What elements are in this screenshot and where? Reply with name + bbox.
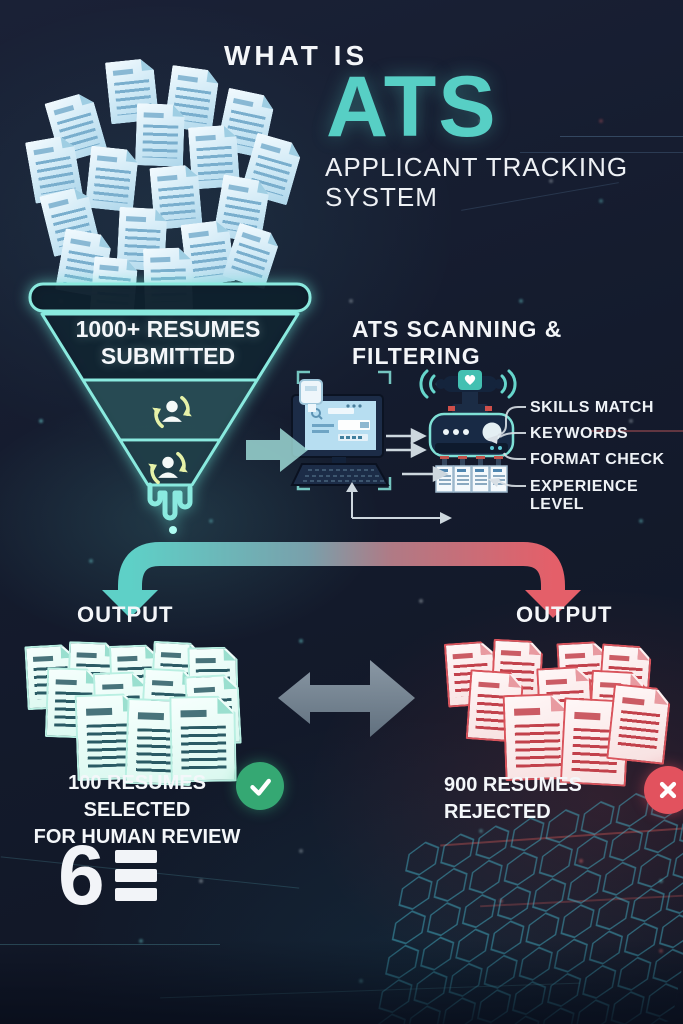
brand-logo-bars-icon bbox=[114, 844, 157, 907]
refresh-user-icon bbox=[148, 451, 188, 485]
funnel-drip bbox=[147, 482, 193, 521]
cross-icon bbox=[644, 766, 683, 814]
scanning-section-title: ATS SCANNING & FILTERING bbox=[352, 316, 563, 369]
bottom-vignette bbox=[0, 940, 683, 1024]
criterion-experience-level: EXPERIENCE LEVEL bbox=[530, 478, 639, 513]
criteria-connector-lines bbox=[497, 406, 526, 487]
selected-caption-line1: 100 RESUMES SELECTED bbox=[68, 772, 206, 821]
output-label-right: OUTPUT bbox=[516, 602, 613, 627]
scanned-documents-icon bbox=[435, 465, 508, 493]
brand-logo-numeral: 6 bbox=[58, 828, 105, 922]
funnel-caption-line1: 1000+ RESUMES bbox=[75, 316, 261, 342]
circuit-line bbox=[560, 136, 683, 137]
funnel-band-lower bbox=[120, 442, 220, 485]
document-icon bbox=[135, 103, 185, 167]
rejected-caption: 900 RESUMES REJECTED bbox=[444, 774, 582, 823]
page-subtitle-line2: SYSTEM bbox=[325, 182, 438, 212]
funnel-caption: 1000+ RESUMES SUBMITTED bbox=[50, 316, 286, 370]
robot-scanner-icon bbox=[419, 369, 517, 493]
document-icon bbox=[606, 683, 672, 765]
compare-double-arrow bbox=[278, 660, 415, 737]
window-popup-icon bbox=[299, 379, 323, 405]
document-icon bbox=[143, 247, 193, 311]
criterion-keywords: KEYWORDS bbox=[530, 425, 629, 442]
funnel-to-computer-arrow bbox=[246, 428, 308, 472]
funnel-caption-line2: SUBMITTED bbox=[100, 343, 236, 369]
output-label-left: OUTPUT bbox=[77, 602, 174, 627]
brand-logo: 6 bbox=[58, 828, 157, 922]
keyboard-icon bbox=[290, 463, 390, 486]
criterion-format-check: FORMAT CHECK bbox=[530, 451, 665, 468]
page-subtitle-line1: APPLICANT TRACKING bbox=[325, 152, 629, 182]
split-flow-arrow bbox=[118, 542, 565, 592]
check-icon bbox=[236, 762, 284, 810]
criterion-skills-match: SKILLS MATCH bbox=[530, 399, 654, 416]
circuit-line bbox=[440, 827, 683, 847]
document-icon bbox=[90, 256, 139, 316]
page-subtitle: APPLICANT TRACKING SYSTEM bbox=[325, 152, 628, 212]
heart-icon bbox=[464, 374, 476, 385]
dust-particles-white bbox=[0, 0, 2, 2]
desktop-computer-icon bbox=[290, 370, 392, 491]
feedback-loop-line bbox=[351, 492, 440, 519]
wifi-waves-icon bbox=[419, 369, 517, 399]
selected-caption: 100 RESUMES SELECTED FOR HUMAN REVIEW bbox=[16, 770, 258, 851]
funnel-band-middle bbox=[84, 380, 256, 440]
circuit-line bbox=[480, 894, 683, 908]
refresh-user-icon bbox=[152, 395, 192, 429]
viewfinder-bracket-icon bbox=[296, 370, 392, 491]
computer-to-robot-arrows bbox=[386, 427, 449, 483]
page-title-acronym: ATS bbox=[326, 59, 498, 155]
selected-caption-line2: FOR HUMAN REVIEW bbox=[33, 826, 241, 848]
page-title-eyebrow: WHAT IS bbox=[224, 40, 369, 71]
document-icon bbox=[85, 146, 139, 213]
